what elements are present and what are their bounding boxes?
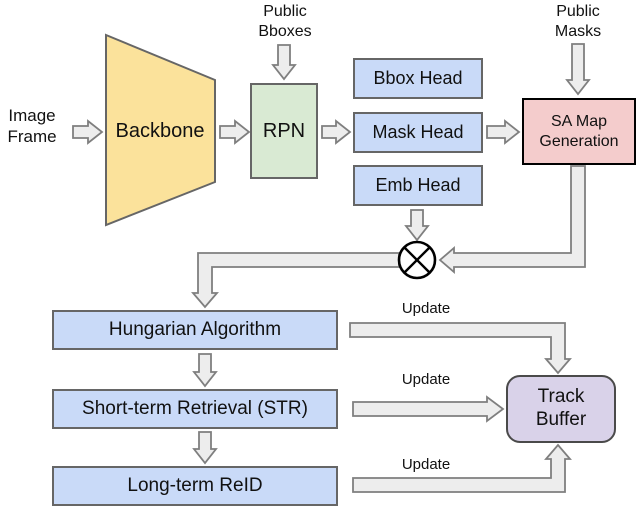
image-frame-label: Image Frame — [7, 106, 57, 146]
arrow-sa-map-to-fusion — [438, 165, 586, 274]
track-buffer-node: Track Buffer — [506, 375, 616, 443]
arrow-emb-head-to-fusion — [404, 209, 430, 242]
arrow-hungarian-to-str — [192, 353, 218, 388]
arrow-hungarian-update-to-track-buffer — [349, 322, 572, 375]
public-bboxes-label: Public Bboxes — [258, 3, 312, 40]
backbone-trapezoid-shape — [105, 33, 216, 227]
arrow-str-to-longterm — [192, 431, 218, 465]
mask-head-node: Mask Head — [353, 112, 483, 153]
public-masks-label: Public Masks — [554, 3, 602, 40]
update-label-top: Update — [401, 300, 451, 317]
multiply-fusion-icon — [397, 240, 437, 280]
arrow-heads-to-sa-map — [486, 119, 521, 145]
arrow-str-update-to-track-buffer — [352, 395, 505, 423]
backbone-label: Backbone — [115, 120, 205, 142]
update-label-bottom: Update — [401, 456, 451, 473]
sa-map-generation-node: SA Map Generation — [522, 98, 636, 165]
short-term-retrieval-node: Short-term Retrieval (STR) — [52, 389, 338, 429]
emb-head-node: Emb Head — [353, 165, 483, 206]
update-label-middle: Update — [401, 371, 451, 388]
arrow-public-bboxes-to-rpn — [271, 44, 297, 81]
rpn-node: RPN — [250, 83, 318, 179]
bbox-head-node: Bbox Head — [353, 58, 483, 99]
arrow-rpn-to-heads — [321, 119, 352, 145]
arrow-image-frame-to-backbone — [72, 119, 104, 145]
arrow-fusion-to-hungarian — [191, 252, 400, 309]
hungarian-algorithm-node: Hungarian Algorithm — [52, 310, 338, 350]
arrow-backbone-to-rpn — [219, 119, 251, 145]
long-term-reid-node: Long-term ReID — [52, 466, 338, 506]
arrow-longterm-update-to-track-buffer — [352, 443, 572, 493]
arrow-public-masks-to-sa-map — [565, 43, 591, 96]
